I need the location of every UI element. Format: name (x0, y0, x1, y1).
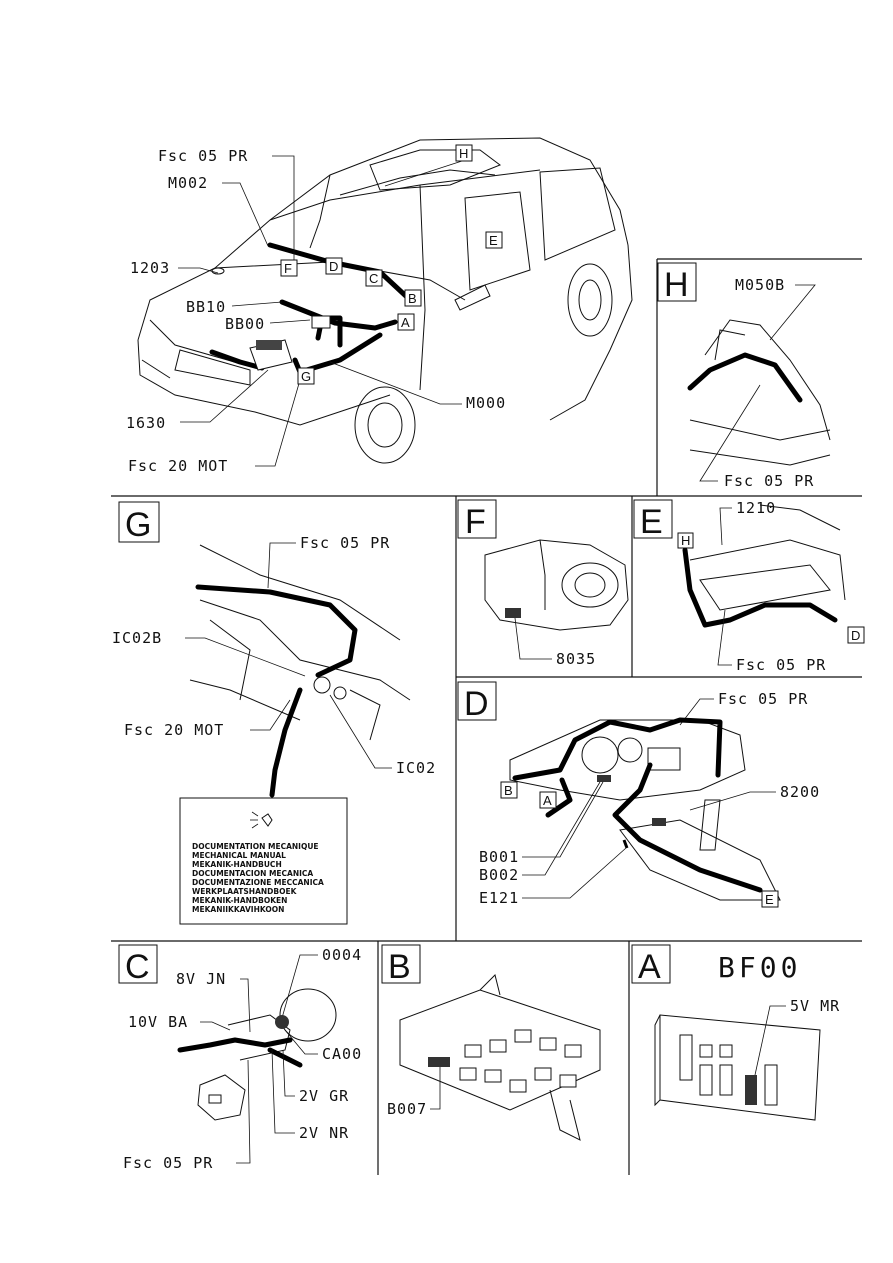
label-bb00: BB00 (225, 315, 265, 333)
tag-b: B (404, 289, 422, 307)
panel-c: C 0004 8V JN 10V BA CA00 2V GR 2V NR Fsc… (118, 944, 362, 1172)
label-fsc20: Fsc 20 MOT (128, 457, 228, 475)
panel-a: A BF00 5V MR (631, 944, 840, 1121)
label-e121: E121 (479, 889, 519, 907)
manual-line-6: WERKPLAATSHANDBOEK (192, 887, 298, 896)
panel-b-letter: B (388, 948, 411, 986)
tag-a: A (397, 313, 415, 331)
svg-text:D: D (329, 259, 338, 274)
manual-line-7: MEKANIK-HANDBOKEN (192, 896, 287, 905)
panel-c-letter: C (125, 948, 150, 986)
label-fsc05: Fsc 05 PR (158, 147, 248, 165)
label-m002: M002 (168, 174, 208, 192)
label-b002: B002 (479, 866, 519, 884)
label-1210: 1210 (736, 499, 776, 517)
label-ic02: IC02 (396, 759, 436, 777)
label-c-fsc05: Fsc 05 PR (123, 1154, 213, 1172)
panel-e: E 1210 H D Fsc 05 PR (633, 499, 865, 674)
tag-f: F (280, 259, 298, 277)
label-h-fsc05: Fsc 05 PR (724, 472, 814, 490)
panel-d: D Fsc 05 PR B A E 8200 B001 B002 E121 (457, 681, 820, 908)
label-g-fsc20: Fsc 20 MOT (124, 721, 224, 739)
manual-line-1: DOCUMENTATION MECANIQUE (192, 842, 319, 851)
label-ca00: CA00 (322, 1045, 362, 1063)
main-view-labels: Fsc 05 PR M002 1203 BB10 BB00 1630 Fsc 2… (126, 144, 506, 475)
panel-f: F 8035 (457, 499, 629, 668)
svg-text:H: H (459, 146, 468, 161)
panel-d-tag-a: A (543, 793, 552, 808)
panel-e-tag-d: D (851, 628, 860, 643)
label-10v-ba: 10V BA (128, 1013, 188, 1031)
label-1630: 1630 (126, 414, 166, 432)
label-8035: 8035 (556, 650, 596, 668)
label-b001: B001 (479, 848, 519, 866)
panel-g: G Fsc 05 PR IC02B Fsc 20 MOT IC02 DOCUME… (112, 501, 436, 925)
label-8200: 8200 (780, 783, 820, 801)
label-e-fsc05: Fsc 05 PR (736, 656, 826, 674)
book-icon (250, 811, 273, 829)
panel-d-letter: D (464, 685, 489, 723)
svg-text:C: C (369, 271, 378, 286)
label-g-fsc05: Fsc 05 PR (300, 534, 390, 552)
panel-b: B B007 (381, 944, 601, 1141)
label-1203: 1203 (130, 259, 170, 277)
panel-e-letter: E (640, 503, 663, 541)
label-ic02b: IC02B (112, 629, 162, 647)
panel-f-letter: F (465, 503, 486, 541)
label-5v-mr: 5V MR (790, 997, 840, 1015)
svg-text:G: G (301, 369, 311, 384)
manual-line-8: MEKANIIKKAVIHKOON (192, 905, 284, 914)
svg-text:E: E (489, 233, 498, 248)
label-0004: 0004 (322, 946, 362, 964)
tag-h: H (384, 144, 473, 187)
svg-text:B: B (408, 291, 417, 306)
tag-d: D (325, 257, 343, 275)
tag-e: E (485, 231, 503, 249)
manual-line-4: DOCUMENTACION MECANICA (192, 869, 313, 878)
label-2v-nr: 2V NR (299, 1124, 349, 1142)
panel-a-letter: A (638, 948, 661, 986)
label-bb10: BB10 (186, 298, 226, 316)
relay-blocks (459, 1029, 582, 1093)
label-bf00: BF00 (718, 951, 801, 984)
panel-h-letter: H (664, 266, 689, 304)
tag-c: C (365, 269, 383, 287)
label-m050b: M050B (735, 276, 785, 294)
label-2v-gr: 2V GR (299, 1087, 349, 1105)
manual-line-3: MEKANIK-HANDBUCH (192, 860, 282, 869)
tag-g: G (297, 367, 315, 385)
panel-grid (111, 258, 862, 1175)
manual-line-5: DOCUMENTAZIONE MECCANICA (192, 878, 324, 887)
panel-h: H M050B Fsc 05 PR (657, 262, 831, 490)
panel-g-letter: G (125, 506, 151, 544)
svg-text:A: A (401, 315, 410, 330)
panel-d-tag-b: B (504, 783, 513, 798)
label-8v-jn: 8V JN (176, 970, 226, 988)
panel-e-tag-h: H (681, 533, 690, 548)
panel-d-tag-e: E (765, 892, 774, 907)
label-d-fsc05: Fsc 05 PR (718, 690, 808, 708)
label-m000: M000 (466, 394, 506, 412)
manual-line-2: MECHANICAL MANUAL (192, 851, 286, 860)
label-b007: B007 (387, 1100, 427, 1118)
svg-text:F: F (284, 261, 292, 276)
